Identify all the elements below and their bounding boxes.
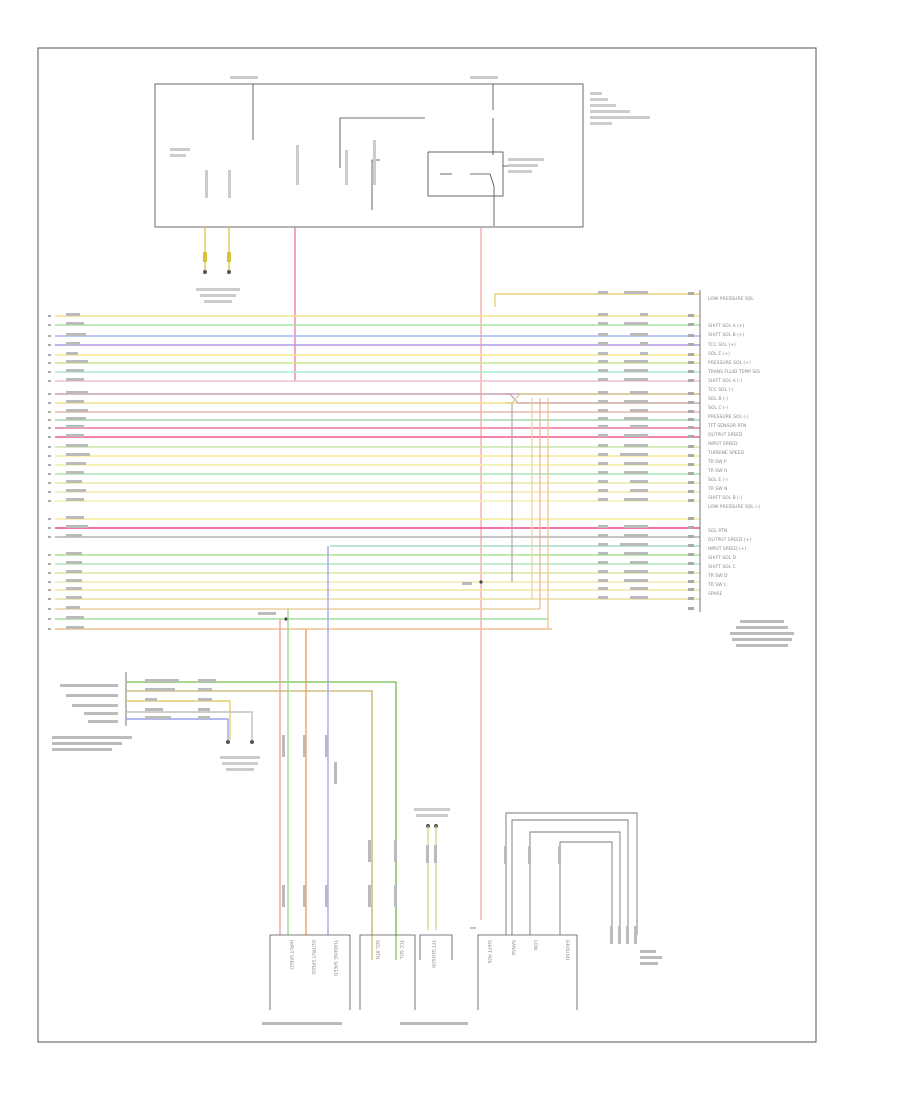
ground-symbol-top <box>196 252 240 303</box>
horizontal-harness <box>55 315 700 630</box>
left-color-tags <box>66 313 90 629</box>
right-pin-label: SHIFT SOL B (-) <box>708 495 742 501</box>
right-pin-label: SOL E (-) <box>708 477 728 483</box>
bottom-labels: INPUT SPEED OUTPUT SPEED TURBINE SPEED S… <box>288 939 570 976</box>
right-pin-label: PRESSURE SOL (-) <box>708 414 749 420</box>
bottom-components <box>269 934 578 1010</box>
right-color-tags <box>598 291 648 599</box>
right-pin-label: OUTPUT SPEED <box>708 432 743 438</box>
drop-tags <box>282 735 397 907</box>
right-pin-numbers <box>688 292 694 610</box>
bottom-label: TFT SENSOR <box>430 939 436 968</box>
right-pin-label: LOW PRESSURE SOL (-) <box>708 504 761 510</box>
bottom-label: LOW <box>532 940 538 951</box>
harness-jog <box>505 393 700 629</box>
right-component-caption <box>730 620 794 647</box>
right-pin-label: TR SW P <box>707 459 727 465</box>
right-pin-label: TR SW R <box>707 468 727 474</box>
right-pin-label: TRANS FLUID TEMP SIG <box>707 369 761 375</box>
right-pin-label: SPARE <box>708 591 722 597</box>
right-pin-label: SOL E (+) <box>708 351 730 357</box>
vertical-drops <box>279 546 397 935</box>
right-pin-label: TR SW L <box>707 582 727 588</box>
right-pin-label: OUTPUT SPEED (+) <box>708 537 751 543</box>
shift-switch-wires <box>470 812 638 935</box>
right-pin-label: INPUT SPEED (+) <box>708 546 747 552</box>
right-pin-label: SHIFT SOL A (+) <box>708 323 745 329</box>
top-module <box>154 83 584 228</box>
bottom-label: RANGE <box>510 940 516 956</box>
right-pin-label: TR SW N <box>707 486 727 492</box>
right-pin-label: PRESSURE SOL (+) <box>708 360 751 366</box>
right-pin-label: TCC SOL (-) <box>707 387 734 393</box>
mid-ground-group <box>414 808 450 930</box>
right-pin-label: SOL C (-) <box>708 405 728 411</box>
right-pin-label: INPUT SPEED <box>708 441 738 447</box>
bottom-label: GROUND <box>564 940 570 961</box>
right-pin-label: SHIFT SOL C <box>708 564 736 570</box>
bottom-label: TURBINE SPEED <box>332 939 338 976</box>
right-pin-label: TCC SOL (+) <box>707 342 736 348</box>
right-pin-label: SHIFT SOL A (-) <box>708 378 742 384</box>
lower-harness-wires <box>126 681 397 960</box>
right-pin-label: SHIFT SOL D <box>708 555 737 561</box>
harness-top-feed <box>494 293 700 307</box>
right-pin-label: SHIFT SOL B (+) <box>708 332 745 338</box>
bottom-label: TCC SOL <box>398 939 404 960</box>
bottom-label: OUTPUT SPEED <box>310 940 316 975</box>
right-pin-label: TFT SENSOR RTN <box>707 423 746 429</box>
right-pin-label: TR SW D <box>707 573 728 579</box>
right-pin-label: SOL B (-) <box>708 396 728 402</box>
bottom-label: SHIFT POS <box>486 940 492 964</box>
harness-splices <box>258 580 483 621</box>
right-pin-labels: LOW PRESSURE SOL SHIFT SOL A (+) SHIFT S… <box>707 296 761 597</box>
lower-left-connector <box>52 672 132 751</box>
diagram-border <box>37 47 817 1043</box>
lower-harness-tags <box>145 679 216 719</box>
bottom-label: SOL RTN <box>374 940 380 959</box>
bottom-label: INPUT SPEED <box>288 940 294 970</box>
right-pin-label: TURBINE SPEED <box>707 450 744 456</box>
bottom-captions <box>262 1022 468 1025</box>
shift-switch-tags <box>504 846 662 965</box>
right-pin-label: LOW PRESSURE SOL <box>708 296 754 302</box>
left-pin-marks <box>48 315 51 630</box>
right-pin-label: SOL RTN <box>708 528 727 534</box>
ground-symbol-lower <box>220 740 260 771</box>
top-module-labels <box>170 76 650 198</box>
